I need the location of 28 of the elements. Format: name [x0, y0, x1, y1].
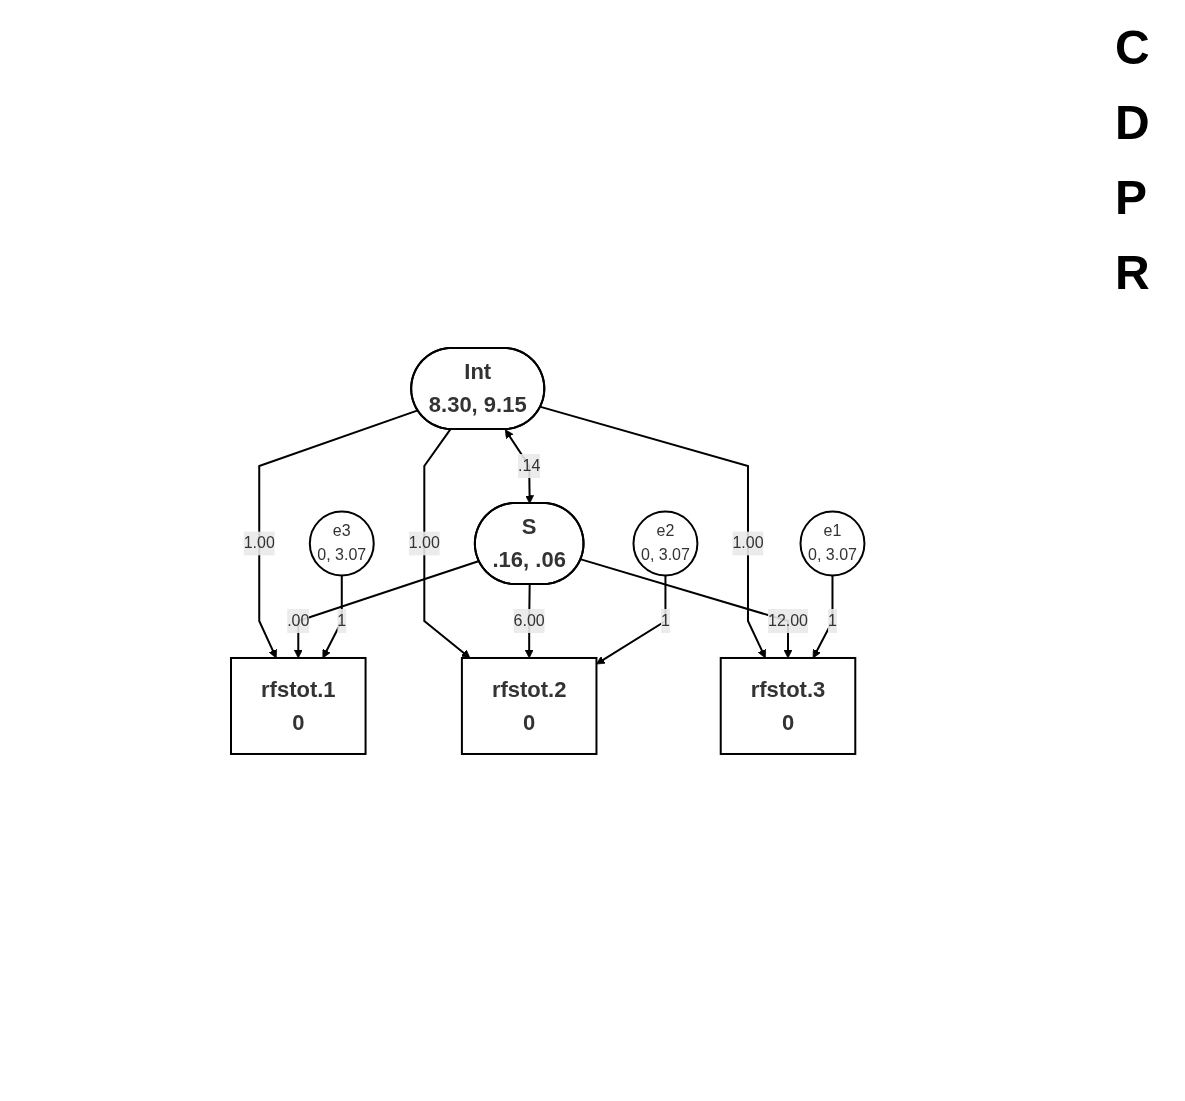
- edge-label: 1: [660, 611, 670, 629]
- edge-label: 12.00: [767, 611, 808, 629]
- note-text: P: [1115, 170, 1148, 225]
- edge-label: 1: [827, 611, 837, 629]
- node-box: rfstot.2 0: [460, 656, 598, 755]
- note-text: R: [1115, 245, 1151, 300]
- arrow: [539, 405, 766, 658]
- edge-label: .14: [517, 456, 541, 474]
- node-circle: e3 0, 3.07: [308, 510, 375, 576]
- node-circle: e1 0, 3.07: [799, 510, 866, 576]
- arrow: [258, 408, 419, 658]
- arrow: [504, 428, 534, 504]
- edge-label: 1.00: [732, 533, 764, 551]
- node-box: rfstot.1 0: [229, 656, 367, 755]
- arrow: [322, 573, 343, 658]
- edge-label: .00: [286, 611, 310, 629]
- edge-label: 6.00: [513, 611, 545, 629]
- node-box: rfstot.3 0: [719, 656, 857, 755]
- edge-label: 1.00: [408, 533, 440, 551]
- arrow: [579, 557, 793, 658]
- edge-label: 1: [337, 611, 346, 629]
- arrow: [293, 559, 480, 658]
- edge-label: 1.00: [243, 533, 275, 551]
- arrow: [812, 573, 834, 658]
- note-text: C: [1115, 20, 1151, 75]
- node-circle: e2 0, 3.07: [632, 510, 699, 576]
- note-text: D: [1115, 95, 1151, 150]
- arrow: [423, 427, 471, 658]
